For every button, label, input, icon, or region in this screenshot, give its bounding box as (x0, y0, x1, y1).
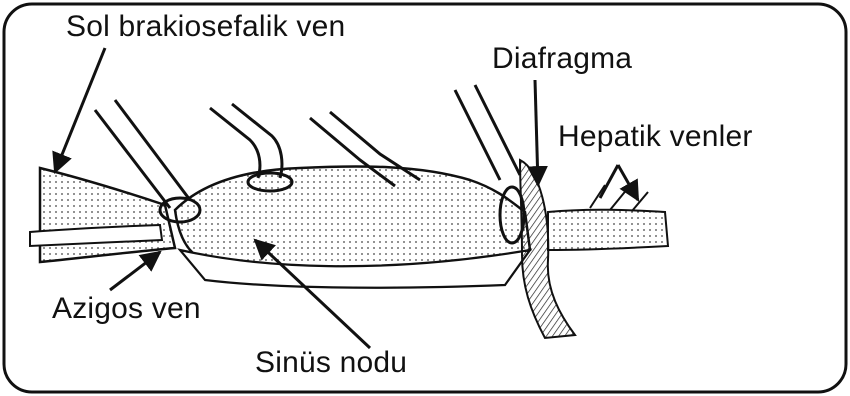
label-diaphragm: Diafragma (492, 42, 632, 76)
label-azygos-vein: Azigos ven (52, 292, 201, 326)
arrow-hepatic (600, 165, 638, 200)
arrow-azygos (110, 252, 160, 290)
ivc-extension (548, 210, 668, 250)
arrow-brachiocephalic (55, 48, 105, 172)
vena-cava-body (175, 166, 530, 270)
label-hepatic-veins: Hepatik venler (558, 120, 753, 154)
label-brachiocephalic-vein: Sol brakiosefalik ven (66, 10, 345, 44)
brachiocephalic-vein (40, 168, 175, 262)
label-sinus-node: Sinüs nodu (255, 346, 407, 380)
hepatic-vein-branches (590, 185, 648, 211)
arrow-diaphragm (535, 80, 538, 185)
